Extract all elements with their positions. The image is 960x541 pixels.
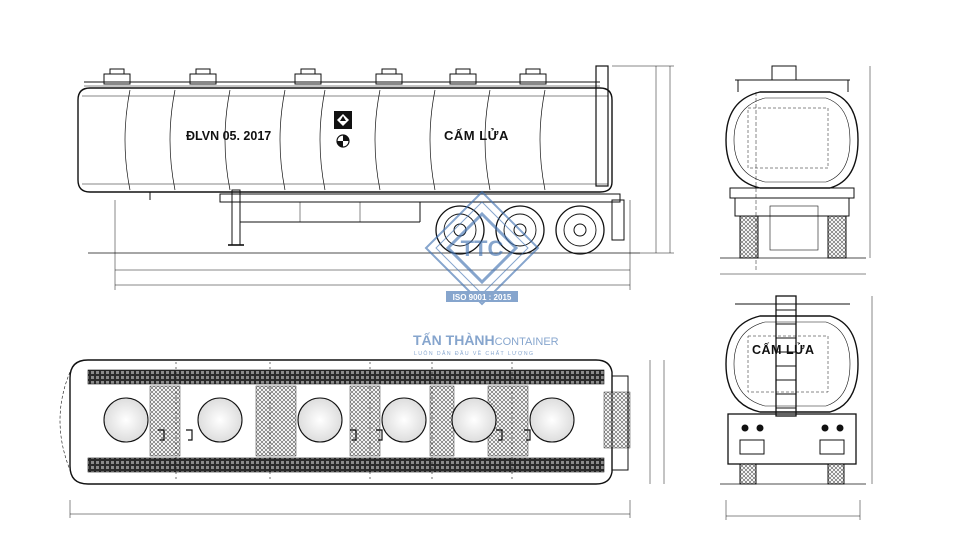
top-valves xyxy=(158,429,531,441)
rear-view xyxy=(720,295,873,520)
top-walkway-hatching xyxy=(149,385,631,457)
front-view xyxy=(720,65,871,275)
top-compartment-lines xyxy=(175,362,513,482)
side-dimension-lines xyxy=(114,65,674,290)
side-view xyxy=(77,65,674,290)
flammable-diamond-icon xyxy=(334,111,352,148)
brand-slogan: LUÔN DẪN ĐẦU VỀ CHẤT LƯỢNG xyxy=(414,350,534,357)
registration-label: ĐLVN 05. 2017 xyxy=(186,129,271,143)
iso-label: ISO 9001 : 2015 xyxy=(453,293,512,302)
brand-bold: TẤN THÀNH xyxy=(413,332,495,348)
brand-name: TẤN THÀNHCONTAINER xyxy=(413,332,559,348)
top-view xyxy=(59,359,665,518)
manhole-domes xyxy=(103,68,547,85)
rear-warning-label: CẤM LỬA xyxy=(752,342,814,357)
top-manholes xyxy=(103,397,575,443)
logo-letters: TTC xyxy=(461,236,504,261)
compartment-baffles xyxy=(124,89,546,191)
side-warning-label: CẤM LỬA xyxy=(444,128,509,143)
watermark: TTC ISO 9001 : 2015 TẤN THÀNHCONTAINER L… xyxy=(413,190,559,357)
brand-light: CONTAINER xyxy=(495,336,559,348)
top-dimension-lines xyxy=(69,360,665,518)
